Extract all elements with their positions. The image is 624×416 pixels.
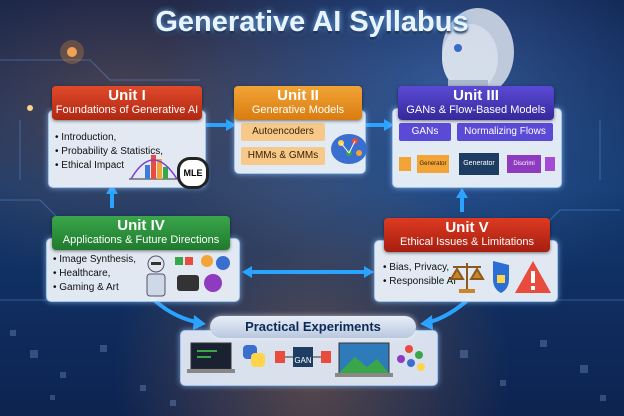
unit-1-bullet: Introduction, xyxy=(55,131,163,145)
generator-block: Generator xyxy=(417,155,449,173)
unit-2-header: Unit II Generative Models xyxy=(234,86,362,120)
discriminator-block: Discrimi xyxy=(507,155,541,173)
mle-label: MLE xyxy=(183,168,203,178)
mle-badge: MLE xyxy=(177,157,209,189)
practical-card: GAN xyxy=(180,330,438,386)
unit-5-bullet: Bias, Privacy, xyxy=(383,261,456,275)
unit-5-title: Unit V xyxy=(445,219,489,236)
unit-5-subtitle: Ethical Issues & Limitations xyxy=(400,236,534,248)
unit-4-bullet: Healthcare, xyxy=(53,267,136,281)
unit-2-card: Autoencoders HMMs & GMMs xyxy=(234,110,367,174)
unit-2-subtitle: Generative Models xyxy=(251,104,345,116)
unit-5-bullets: Bias, Privacy, Responsible AI xyxy=(383,261,456,289)
unit-1-bullets: Introduction, Probability & Statistics, … xyxy=(55,131,163,173)
unit-1-title: Unit I xyxy=(108,87,146,104)
practical-title: Practical Experiments xyxy=(210,316,416,338)
brain-network-icon xyxy=(331,134,367,164)
unit-3-chip: GANs xyxy=(399,123,451,141)
distribution-chart-icon xyxy=(129,155,181,180)
unit-5-bullet: Responsible AI xyxy=(383,275,456,289)
unit-4-header: Unit IV Applications & Future Directions xyxy=(52,216,230,250)
robot-head-icon xyxy=(442,8,514,100)
color-dots-icon xyxy=(397,345,425,371)
unit-3-pipeline: Generator Generator Discrimi xyxy=(397,151,557,179)
unit-4-bullet: Image Synthesis, xyxy=(53,253,136,267)
robot-icon xyxy=(146,255,166,297)
unit-3-chip: Normalizing Flows xyxy=(457,123,553,141)
unit-3-card: GANs Normalizing Flows Generator Generat… xyxy=(392,108,562,188)
scales-icon xyxy=(449,263,485,293)
network-icon xyxy=(275,351,331,363)
unit-2-item: Autoencoders xyxy=(241,123,325,141)
unit-1-header: Unit I Foundations of Generative AI xyxy=(52,86,202,120)
unit-1-card: Introduction, Probability & Statistics, … xyxy=(48,110,209,189)
unit-1-subtitle: Foundations of Generative AI xyxy=(55,104,199,116)
unit-3-title: Unit III xyxy=(453,87,499,104)
ethics-icons xyxy=(449,261,551,293)
applications-icons xyxy=(175,255,230,292)
laptop-terminal-icon xyxy=(187,342,235,373)
unit-4-bullets: Image Synthesis, Healthcare, Gaming & Ar… xyxy=(53,253,136,295)
warning-icon xyxy=(515,261,551,293)
unit-3-header: Unit III GANs & Flow-Based Models xyxy=(398,86,554,120)
landscape-laptop-icon xyxy=(335,342,393,377)
input-block xyxy=(399,157,411,171)
python-icon xyxy=(243,345,265,367)
gan-box xyxy=(293,347,313,367)
gan-label: GAN xyxy=(294,356,312,365)
generator-block: Generator xyxy=(459,153,499,175)
unit-4-title: Unit IV xyxy=(117,217,165,234)
unit-2-title: Unit II xyxy=(277,87,319,104)
unit-1-bullet: Probability & Statistics, xyxy=(55,145,163,159)
output-block xyxy=(545,157,555,171)
unit-1-bullet: Ethical Impact xyxy=(55,159,163,173)
unit-5-header: Unit V Ethical Issues & Limitations xyxy=(384,218,550,252)
unit-4-subtitle: Applications & Future Directions xyxy=(62,234,220,246)
practical-icons xyxy=(187,342,425,377)
page-title: Generative AI Syllabus xyxy=(155,6,469,38)
unit-4-bullet: Gaming & Art xyxy=(53,281,136,295)
shield-lock-icon xyxy=(493,261,509,293)
unit-2-item: HMMs & GMMs xyxy=(241,147,325,165)
unit-3-subtitle: GANs & Flow-Based Models xyxy=(406,104,546,116)
